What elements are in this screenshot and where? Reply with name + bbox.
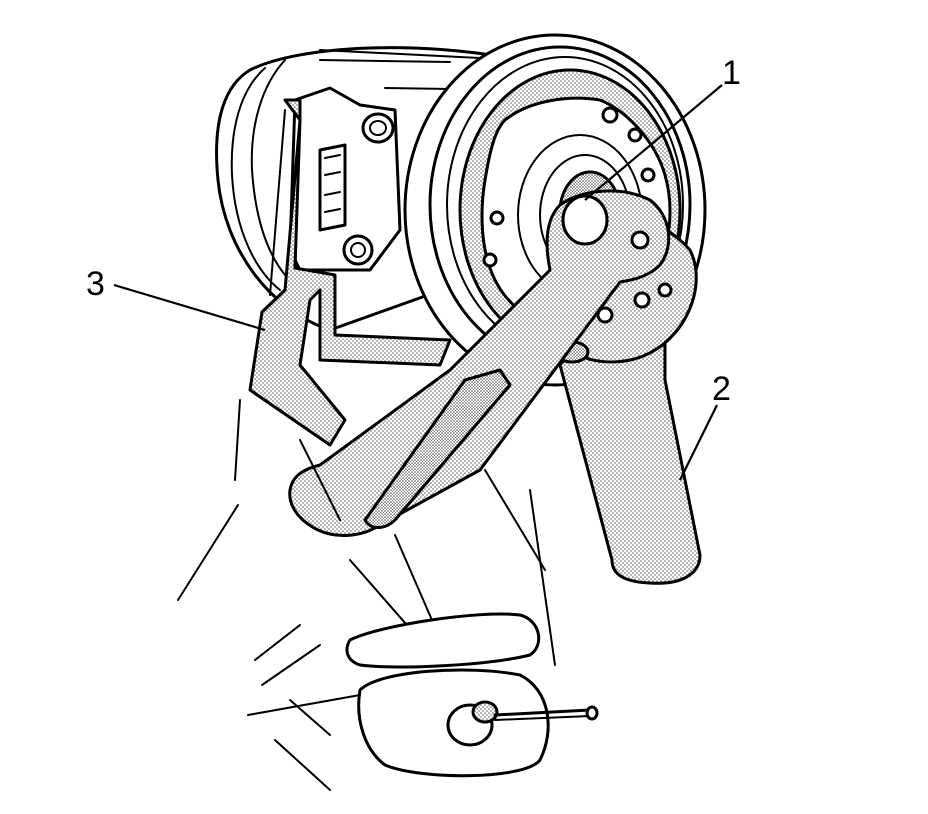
callout-label-1: 1: [722, 54, 741, 92]
callout-label-2: 2: [712, 370, 731, 408]
wrench: [288, 189, 671, 537]
bench-vise: [177, 399, 599, 791]
leader-line-1: [584, 84, 723, 201]
mounting-bracket: [248, 98, 452, 447]
compressor-mounting-ear: [288, 86, 402, 272]
leader-line-3: [113, 283, 266, 332]
callout-label-3: 3: [86, 265, 105, 303]
leader-lines: [113, 84, 723, 481]
leader-line-2: [679, 404, 718, 481]
